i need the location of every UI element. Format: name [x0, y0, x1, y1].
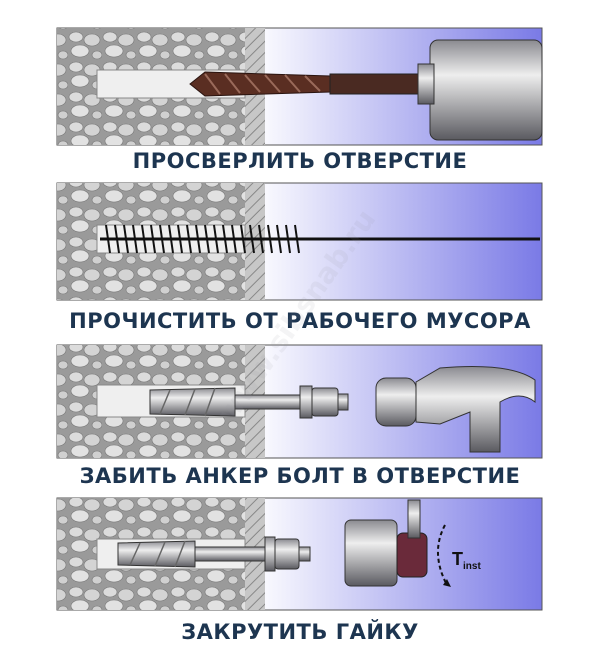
- step-tighten-panel: Tinst ЗАКРУТИТЬ ГАЙКУ: [0, 495, 600, 663]
- torque-symbol: Tinst: [452, 549, 481, 572]
- step-1-caption: ПРОСВЕРЛИТЬ ОТВЕРСТИЕ: [132, 149, 468, 173]
- cleaning-brush-icon: [100, 224, 540, 254]
- step-2-caption: ПРОЧИСТИТЬ ОТ РАБОЧЕГО МУСОРА: [69, 309, 531, 333]
- drill-chuck-icon: [417, 39, 543, 141]
- anchor-bolt-icon: [149, 385, 349, 419]
- step-3-caption: ЗАБИТЬ АНКЕР БОЛТ В ОТВЕРСТИЕ: [79, 464, 521, 488]
- step-hammer-illustration: [56, 344, 543, 459]
- drill-bit-icon: [189, 71, 431, 97]
- step-clean-illustration: [56, 182, 543, 301]
- anchor-bolt-icon: [117, 536, 311, 572]
- step-drill-panel: ПРОСВЕРЛИТЬ ОТВЕРСТИЕ: [0, 0, 600, 175]
- step-clean-panel: ПРОЧИСТИТЬ ОТ РАБОЧЕГО МУСОРА: [0, 175, 600, 340]
- hammer-icon: [375, 366, 536, 453]
- step-hammer-panel: ЗАБИТЬ АНКЕР БОЛТ В ОТВЕРСТИЕ: [0, 340, 600, 495]
- torque-wrench-icon: [344, 499, 451, 587]
- step-4-caption: ЗАКРУТИТЬ ГАЙКУ: [181, 620, 419, 644]
- step-tighten-illustration: Tinst: [56, 497, 543, 611]
- step-drill-illustration: [56, 27, 543, 146]
